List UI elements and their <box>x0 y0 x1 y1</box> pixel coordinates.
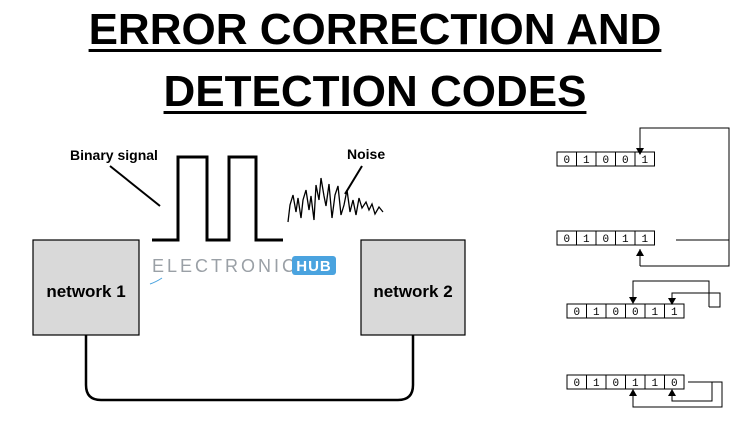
bit-value: 1 <box>622 234 629 246</box>
bit-cell <box>664 374 685 390</box>
bit-value: 1 <box>671 307 678 319</box>
network-2-label: network 2 <box>373 282 452 301</box>
lower-arrowhead-up-2 <box>668 389 676 396</box>
bit-value: 1 <box>593 307 600 319</box>
bit-value: 1 <box>651 378 658 390</box>
upper-arrowhead-up <box>636 249 644 256</box>
upper-arrowhead-down <box>636 148 644 155</box>
title-line-2: DETECTION CODES <box>0 68 750 116</box>
logo-badge <box>292 256 336 275</box>
bit-value: 0 <box>632 307 639 319</box>
bit-value: 0 <box>612 307 619 319</box>
connection-cable <box>84 335 415 402</box>
lower-return-line-2 <box>671 382 713 402</box>
bit-value: 1 <box>593 378 600 390</box>
title-text-1: ERROR CORRECTION AND <box>88 5 662 54</box>
bit-value: 0 <box>563 234 570 246</box>
network-2-box <box>360 239 466 336</box>
lower-arrowhead-down-1 <box>629 297 637 304</box>
lower-return-line-1 <box>632 381 723 408</box>
bit-value: 0 <box>622 155 629 167</box>
bit-cell <box>664 303 685 319</box>
noise-waveform <box>287 177 384 223</box>
bit-value: 0 <box>671 378 678 390</box>
bit-value: 1 <box>632 378 639 390</box>
bit-value: 0 <box>602 234 609 246</box>
bit-value: 0 <box>573 307 580 319</box>
bit-value: 1 <box>641 234 648 246</box>
lower-feedback-line-2 <box>671 292 721 308</box>
title-text-2: DETECTION CODES <box>163 67 587 116</box>
logo-text: ELECTRONICS <box>152 256 313 276</box>
bit-value: 1 <box>583 155 590 167</box>
bit-value: 1 <box>641 155 648 167</box>
upper-return-line <box>640 240 730 267</box>
bit-value: 0 <box>573 378 580 390</box>
bit-value: 0 <box>602 155 609 167</box>
lower-arrowhead-down-2 <box>668 298 676 305</box>
lower-feedback-line-1 <box>632 280 710 307</box>
bit-cell <box>634 151 655 167</box>
noise-label: Noise <box>347 146 385 162</box>
binary-signal-wave <box>152 155 283 242</box>
binary-signal-label: Binary signal <box>70 147 158 163</box>
bit-value: 0 <box>612 378 619 390</box>
bit-value: 0 <box>563 155 570 167</box>
logo-underline-icon <box>149 277 163 285</box>
upper-feedback-line <box>639 127 730 241</box>
binary-signal-pointer <box>109 165 161 207</box>
bit-value: 1 <box>583 234 590 246</box>
bit-value: 1 <box>651 307 658 319</box>
network-1-label: network 1 <box>46 282 125 301</box>
lower-arrowhead-up-1 <box>629 389 637 396</box>
bit-cell <box>634 230 655 246</box>
title-line-1: ERROR CORRECTION AND <box>0 6 750 54</box>
logo-badge-text: HUB <box>296 258 332 275</box>
noise-pointer <box>344 165 363 195</box>
